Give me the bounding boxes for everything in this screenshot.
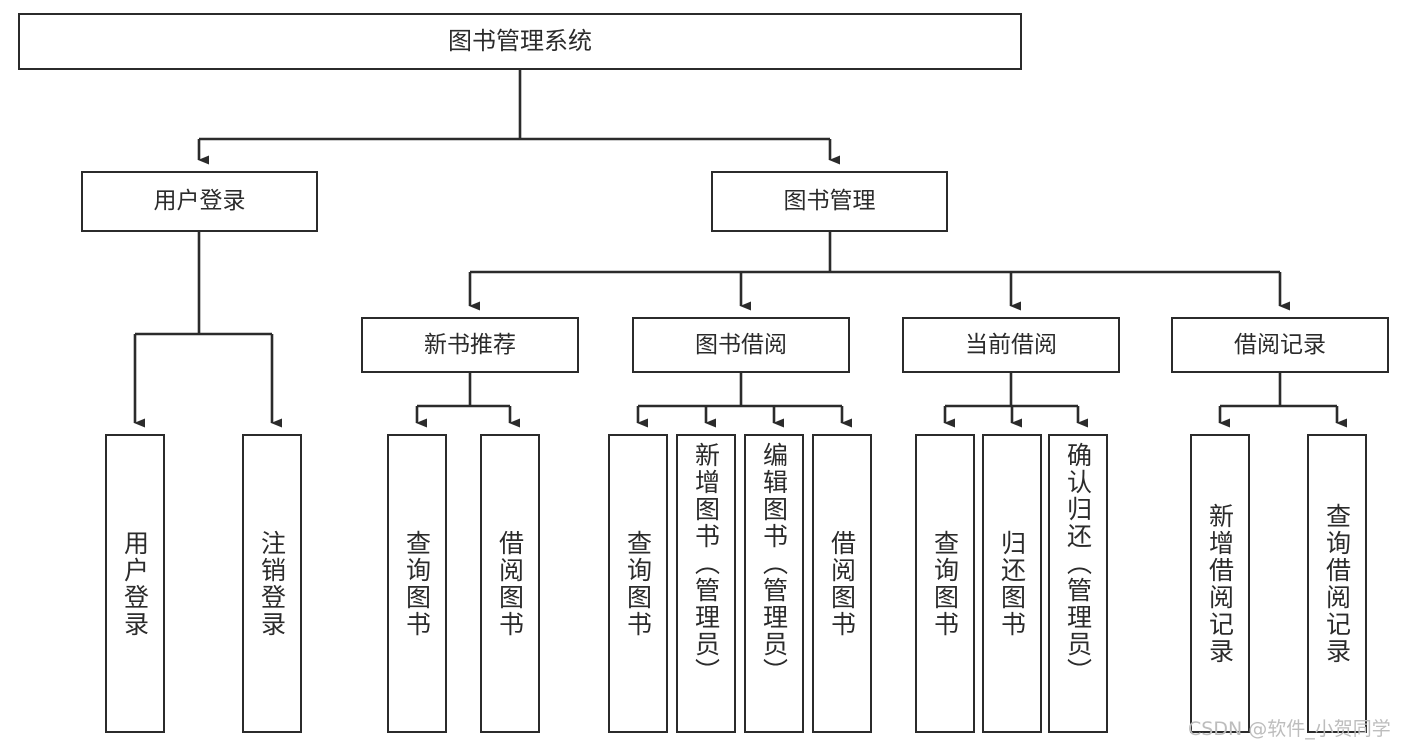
leaf-query-book-recommend-label: 查询图书: [402, 529, 432, 638]
leaf-query-borrow-record[interactable]: 查询借阅记录: [1307, 434, 1367, 733]
leaf-return-book-label: 归还图书: [997, 529, 1027, 638]
leaf-borrow-book-recommend[interactable]: 借阅图书: [480, 434, 540, 733]
leaf-add-book-admin-label: 新增图书（管理员）: [691, 442, 721, 685]
leaf-logout[interactable]: 注销登录: [242, 434, 302, 733]
leaf-query-book-recommend[interactable]: 查询图书: [387, 434, 447, 733]
node-root[interactable]: 图书管理系统: [18, 13, 1022, 70]
leaf-logout-label: 注销登录: [257, 529, 287, 638]
leaf-query-book-current[interactable]: 查询图书: [915, 434, 975, 733]
leaf-confirm-return-admin-label: 确认归还（管理员）: [1063, 442, 1093, 685]
leaf-confirm-return-admin[interactable]: 确认归还（管理员）: [1048, 434, 1108, 733]
leaf-borrow-book-recommend-label: 借阅图书: [495, 529, 525, 638]
node-current-borrow-label: 当前借阅: [965, 331, 1057, 358]
node-new-book-recommend[interactable]: 新书推荐: [361, 317, 579, 373]
node-book-management-label: 图书管理: [783, 188, 876, 215]
leaf-add-borrow-record-label: 新增借阅记录: [1205, 502, 1235, 665]
leaf-query-book-borrow-label: 查询图书: [623, 529, 653, 638]
leaf-add-book-admin[interactable]: 新增图书（管理员）: [676, 434, 736, 733]
csdn-watermark: CSDN @软件_小贺同学: [1188, 718, 1391, 740]
node-current-borrow[interactable]: 当前借阅: [902, 317, 1120, 373]
leaf-edit-book-admin-label: 编辑图书（管理员）: [759, 442, 789, 685]
node-user-login[interactable]: 用户登录: [81, 171, 318, 232]
leaf-user-login-label: 用户登录: [120, 529, 150, 638]
node-book-management[interactable]: 图书管理: [711, 171, 948, 232]
leaf-query-book-current-label: 查询图书: [930, 529, 960, 638]
node-book-borrow[interactable]: 图书借阅: [632, 317, 850, 373]
leaf-borrow-book[interactable]: 借阅图书: [812, 434, 872, 733]
leaf-query-borrow-record-label: 查询借阅记录: [1322, 502, 1352, 665]
node-borrow-record-label: 借阅记录: [1234, 331, 1326, 358]
leaf-query-book-borrow[interactable]: 查询图书: [608, 434, 668, 733]
node-book-borrow-label: 图书借阅: [695, 331, 787, 358]
node-root-label: 图书管理系统: [448, 26, 592, 55]
node-new-book-recommend-label: 新书推荐: [424, 331, 516, 358]
node-borrow-record[interactable]: 借阅记录: [1171, 317, 1389, 373]
leaf-borrow-book-label: 借阅图书: [827, 529, 857, 638]
leaf-user-login[interactable]: 用户登录: [105, 434, 165, 733]
node-user-login-label: 用户登录: [153, 188, 246, 215]
leaf-add-borrow-record[interactable]: 新增借阅记录: [1190, 434, 1250, 733]
leaf-edit-book-admin[interactable]: 编辑图书（管理员）: [744, 434, 804, 733]
leaf-return-book[interactable]: 归还图书: [982, 434, 1042, 733]
